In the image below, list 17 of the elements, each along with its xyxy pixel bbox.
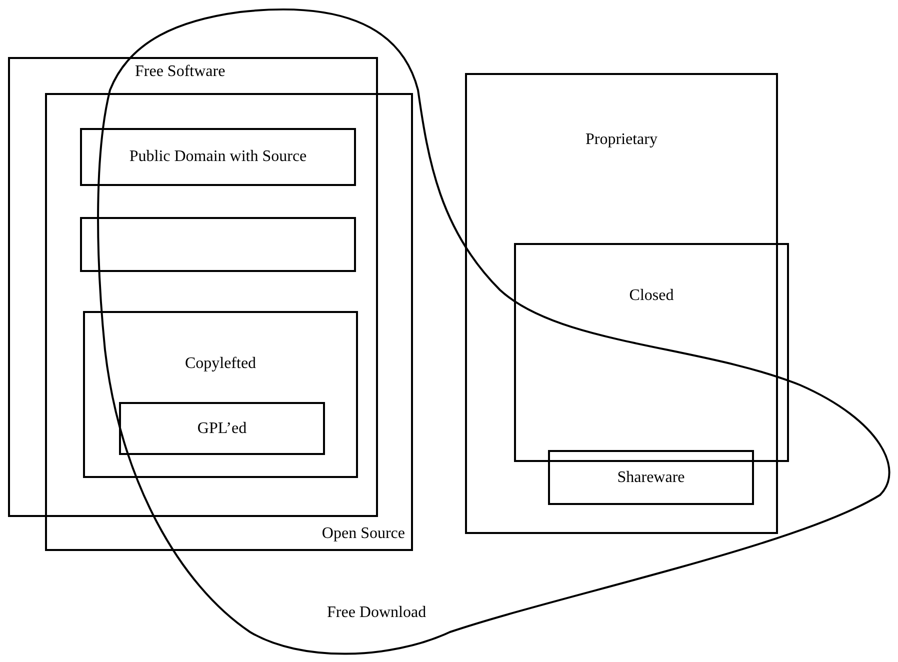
category-box (514, 243, 789, 462)
box-label: Closed (629, 287, 674, 305)
category-box (119, 402, 325, 455)
category-box (80, 128, 356, 186)
category-box (83, 311, 358, 478)
empty-box (80, 217, 356, 272)
box-label: Public Domain with Source (129, 148, 307, 166)
box-label: Proprietary (586, 131, 658, 149)
category-box (45, 93, 413, 551)
box-label: GPL’ed (197, 420, 247, 438)
category-box (548, 450, 754, 505)
box-label: Copylefted (184, 355, 256, 373)
box-label: Shareware (617, 468, 685, 486)
category-box (8, 57, 378, 517)
box-label: Open Source (322, 525, 405, 543)
loop-label: Free Download (327, 604, 426, 622)
box-label: Free Software (135, 63, 226, 81)
